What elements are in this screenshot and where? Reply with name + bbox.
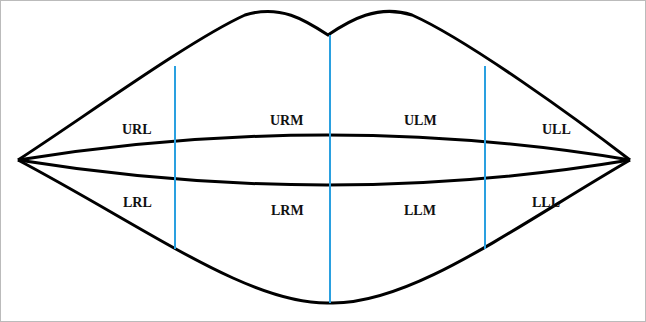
- divider-line: [484, 66, 486, 249]
- region-label: LRM: [271, 204, 304, 218]
- divider-line: [174, 66, 176, 249]
- region-label: ULM: [404, 114, 437, 128]
- region-label: ULL: [542, 123, 571, 137]
- region-label: URL: [122, 123, 152, 137]
- upper-lip-outline: [18, 11, 630, 160]
- divider-line: [329, 35, 331, 303]
- lower-lip-outline: [18, 160, 630, 303]
- lower-lip-line: [18, 160, 630, 185]
- region-label: LRL: [123, 196, 152, 210]
- upper-lip-line: [18, 135, 630, 160]
- region-label: URM: [270, 114, 303, 128]
- region-label: LLL: [532, 196, 560, 210]
- region-label: LLM: [404, 204, 436, 218]
